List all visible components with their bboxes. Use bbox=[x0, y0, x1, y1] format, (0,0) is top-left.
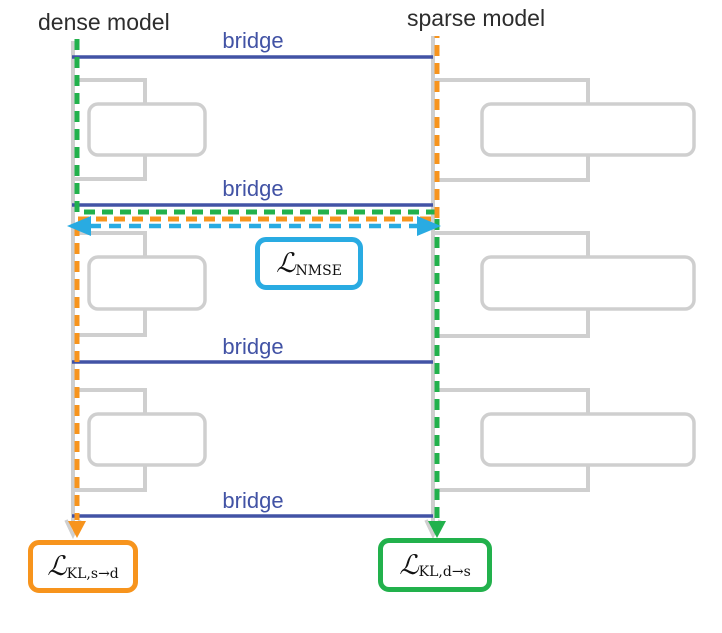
sparse-model-label: sparse model bbox=[407, 5, 546, 31]
bridge-lines bbox=[72, 55, 433, 518]
cyan-arrow-left-icon bbox=[67, 216, 91, 236]
orange-arrow-down-icon bbox=[68, 521, 86, 538]
sparse-model-stream bbox=[424, 36, 696, 540]
loss-kl-ds-symbol: ℒ bbox=[399, 549, 419, 581]
dense-block-2 bbox=[87, 255, 207, 311]
cyan-arrow-right-icon bbox=[417, 216, 441, 236]
bridge-label-3: bridge bbox=[222, 334, 284, 359]
sparse-block-2 bbox=[480, 255, 696, 311]
green-dashed-path-dense-to-sparse bbox=[74, 39, 440, 520]
sparse-block-3 bbox=[480, 412, 696, 467]
orange-dashed-path-sparse-to-dense bbox=[74, 36, 440, 520]
bridge-label-4: bridge bbox=[222, 488, 284, 513]
dense-model-stream bbox=[64, 41, 207, 540]
loss-kl-ds-subscript: KL,d→s bbox=[418, 564, 471, 580]
bridge-label-1: bridge bbox=[222, 28, 284, 53]
loss-kl-sd-subscript: KL,s→d bbox=[66, 565, 119, 582]
loss-nmse-subscript: NMSE bbox=[295, 262, 342, 279]
dense-block-1 bbox=[87, 102, 207, 157]
sparse-block-1 bbox=[480, 102, 696, 157]
dense-model-label: dense model bbox=[38, 9, 170, 35]
bridge-label-2: bridge bbox=[222, 176, 284, 201]
nmse-line bbox=[67, 216, 441, 236]
green-arrow-down-icon bbox=[428, 521, 446, 538]
dense-block-3 bbox=[87, 412, 207, 467]
kl-paths bbox=[68, 36, 446, 538]
loss-kl-sd-symbol: ℒ bbox=[47, 551, 67, 582]
loss-nmse-symbol: ℒ bbox=[276, 248, 296, 279]
